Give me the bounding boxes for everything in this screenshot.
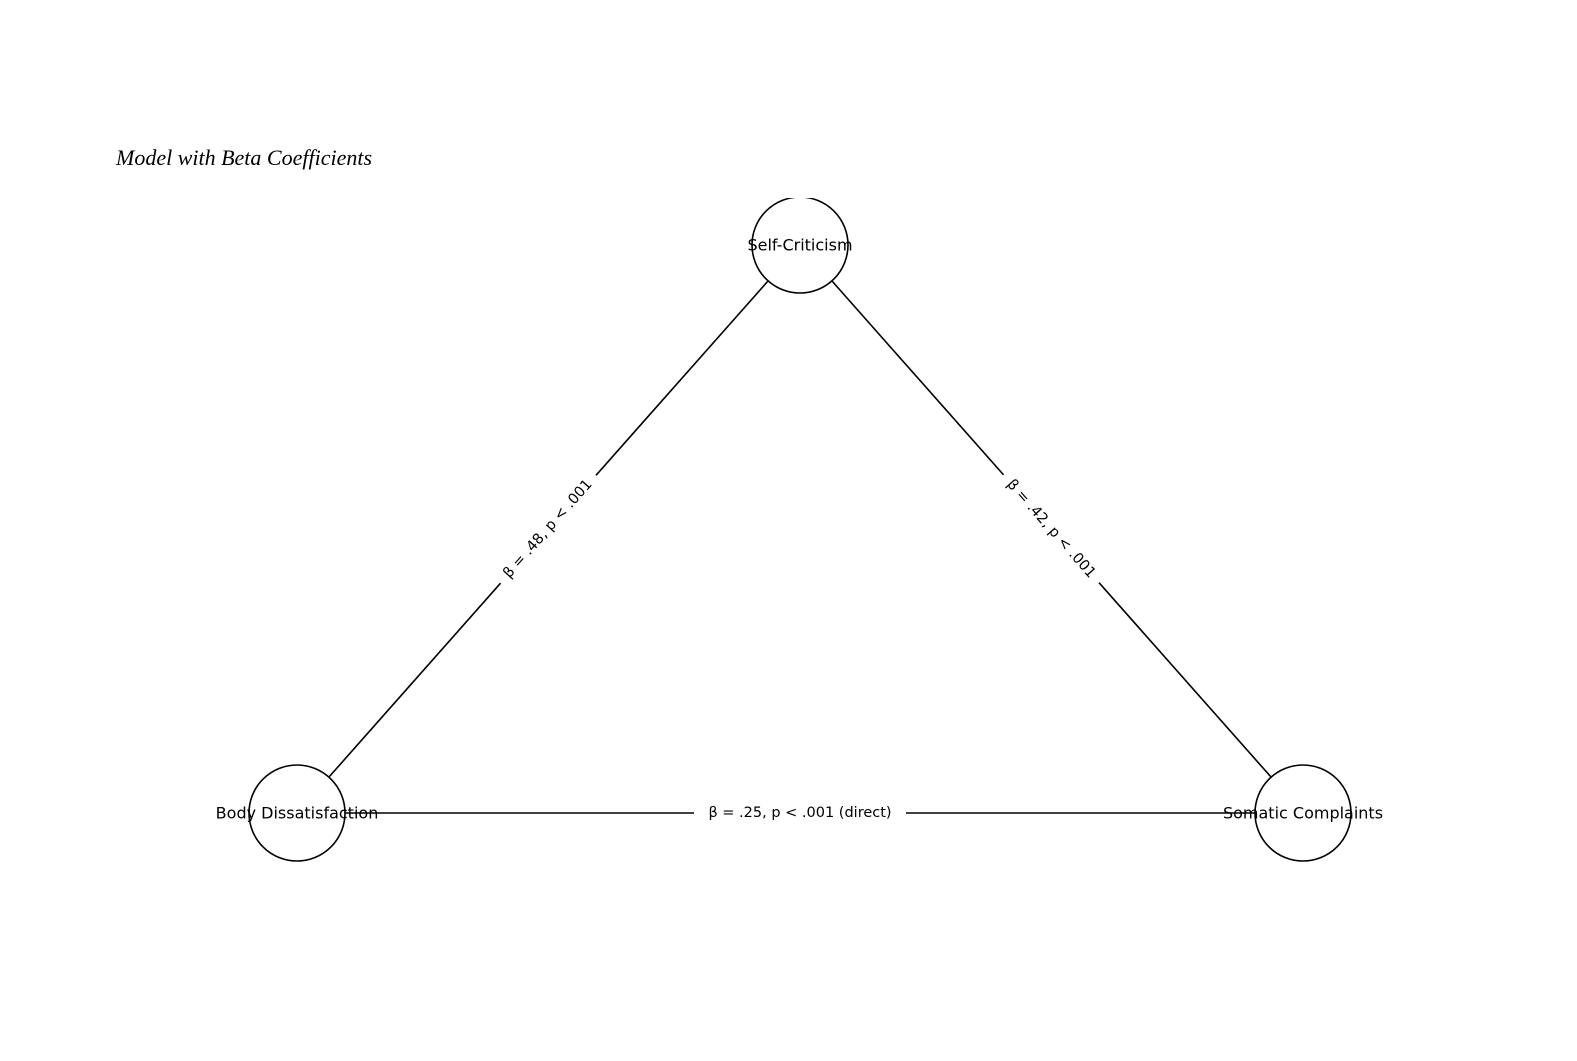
edge-label-bd-sc: β = .48, p < .001 (500, 477, 595, 582)
edge-label-bd-sc-group: β = .48, p < .001 (492, 467, 604, 591)
node-label-somatic-complaints: Somatic Complaints (1223, 804, 1383, 823)
node-somatic-complaints (1254, 764, 1352, 862)
edge-label-bd-som-group: β = .25, p < .001 (direct) (694, 802, 906, 824)
edge-label-bd-som: β = .25, p < .001 (direct) (708, 805, 891, 821)
node-label-body-dissatisfaction: Body Dissatisfaction (216, 804, 379, 823)
node-body-dissatisfaction (248, 764, 346, 862)
edge-label-sc-som: β = .42, p < .001 (1003, 477, 1098, 582)
node-label-self-criticism: Self-Criticism (747, 236, 852, 255)
diagram-title: Model with Beta Coefficients (115, 145, 372, 170)
edge-label-sc-som-group: β = .42, p < .001 (995, 467, 1107, 591)
